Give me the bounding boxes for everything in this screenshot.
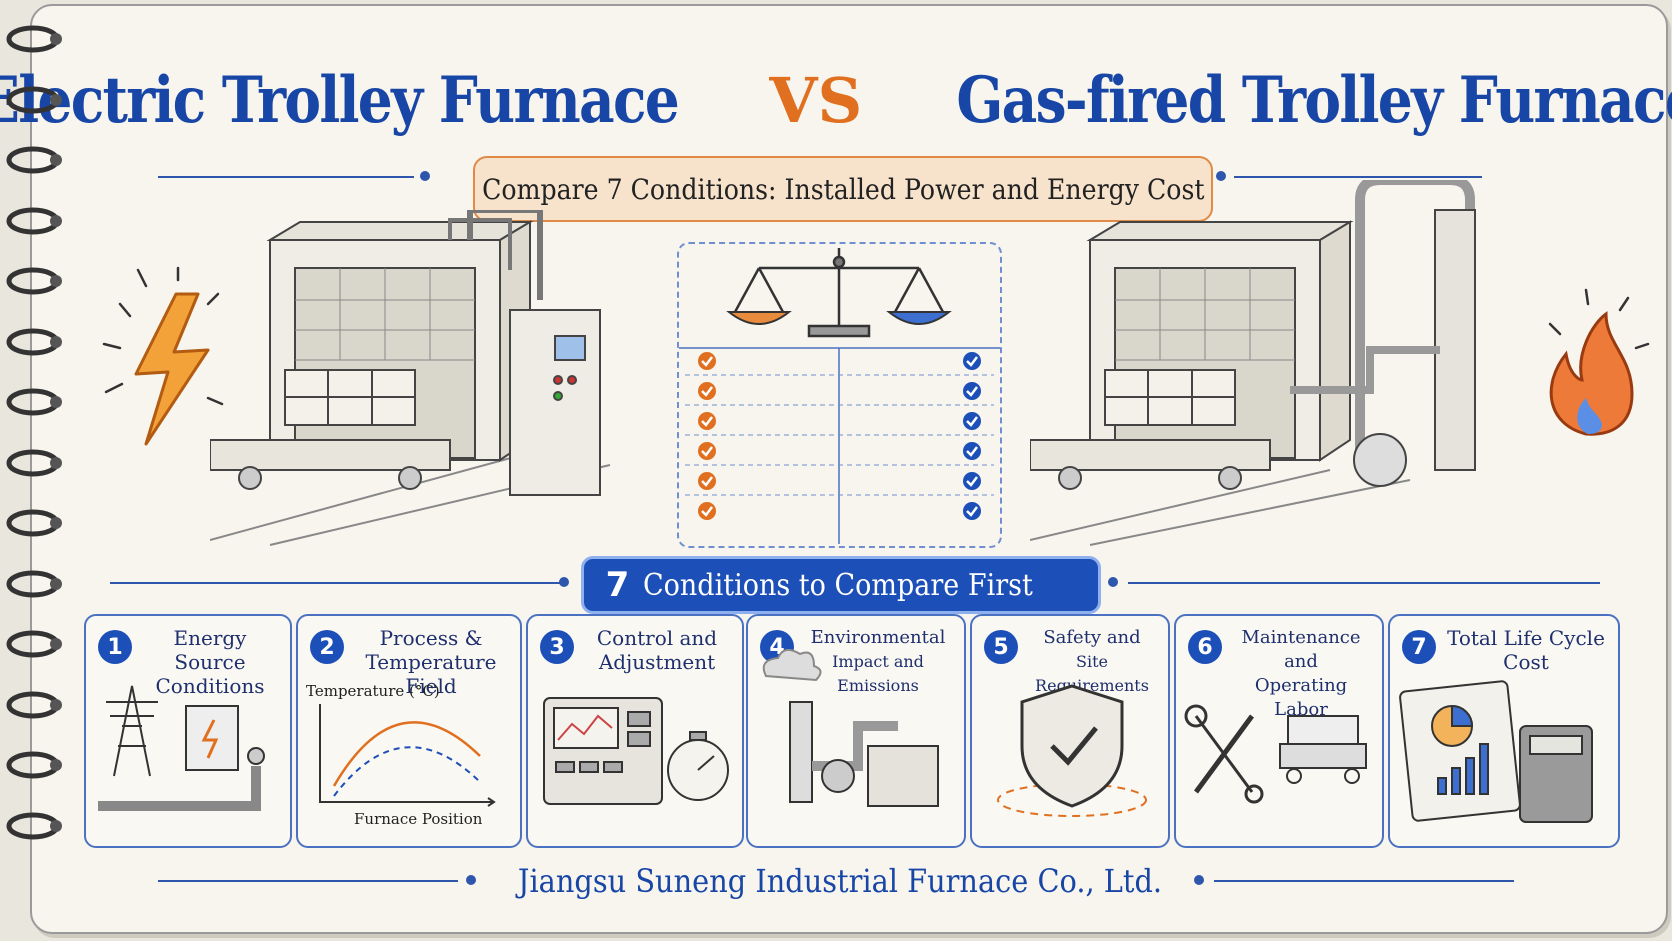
card-number-badge: 3 bbox=[540, 630, 574, 664]
binding-ring bbox=[6, 691, 62, 718]
conditions-label: Conditions to Compare First bbox=[643, 567, 1034, 603]
checklist-row bbox=[685, 442, 994, 466]
footer-rule-right bbox=[1214, 880, 1514, 882]
binding-ring bbox=[6, 328, 62, 355]
rule-dot bbox=[1194, 875, 1204, 885]
rule-dot bbox=[420, 171, 430, 181]
card-title: Process &Temperature Field bbox=[365, 626, 497, 698]
orange-check-icon bbox=[698, 352, 716, 370]
checklist-row bbox=[685, 412, 994, 436]
subtitle-rule-right bbox=[1234, 176, 1482, 178]
rule-dot bbox=[559, 577, 569, 587]
blue-check-icon bbox=[963, 442, 981, 460]
vs-label: VS bbox=[769, 63, 863, 137]
footer-rule-left bbox=[158, 880, 458, 882]
checklist-row bbox=[685, 382, 994, 406]
balance-scale-icon bbox=[679, 248, 1000, 544]
blue-check-icon bbox=[963, 382, 981, 400]
subtitle-text: Compare 7 Conditions: Installed Power an… bbox=[481, 172, 1205, 206]
chart-y-label: Temperature (°C) bbox=[306, 682, 440, 700]
section-rule-left bbox=[110, 582, 562, 584]
lightning-icon bbox=[102, 266, 224, 446]
orange-check-icon bbox=[698, 442, 716, 460]
binding-ring bbox=[6, 812, 62, 839]
page-title: Electric Trolley Furnace VS Gas-fired Tr… bbox=[0, 50, 1672, 150]
gas-temp-curve bbox=[333, 746, 481, 797]
binding-ring bbox=[6, 570, 62, 597]
binding-ring bbox=[6, 25, 62, 53]
rule-dot bbox=[466, 875, 476, 885]
card-number-badge: 6 bbox=[1188, 630, 1222, 664]
card-process-temperature: 2 Process &Temperature Field Temperature… bbox=[296, 614, 522, 848]
gas-furnace-illustration bbox=[1030, 180, 1476, 546]
wrench-tools-icon bbox=[1184, 704, 1367, 804]
electric-temp-curve bbox=[332, 721, 481, 787]
binding-ring bbox=[6, 388, 62, 416]
gas-furnace-title: Gas-fired Trolley Furnace bbox=[956, 62, 1672, 138]
binding-ring bbox=[6, 751, 62, 779]
orange-check-icon bbox=[698, 502, 716, 520]
electric-furnace-title: Electric Trolley Furnace bbox=[0, 62, 680, 138]
card-number-badge: 5 bbox=[984, 630, 1018, 664]
conditions-banner: 7 Conditions to Compare First bbox=[581, 556, 1101, 614]
comparison-checklist-box bbox=[677, 242, 1002, 548]
binding-ring bbox=[6, 630, 62, 658]
binding-ring bbox=[6, 207, 62, 234]
blue-check-icon bbox=[963, 472, 981, 490]
rule-dot bbox=[1108, 577, 1118, 587]
subtitle-rule-left bbox=[158, 176, 414, 178]
rule-dot bbox=[1216, 171, 1226, 181]
blue-check-icon bbox=[963, 412, 981, 430]
card-number-badge: 2 bbox=[310, 630, 344, 664]
electric-furnace-illustration bbox=[210, 210, 611, 546]
checklist-row bbox=[685, 472, 994, 496]
card-number-badge: 4 bbox=[760, 630, 794, 664]
blue-check-icon bbox=[963, 502, 981, 520]
card-number-badge: 1 bbox=[98, 630, 132, 664]
binding-ring bbox=[6, 86, 62, 113]
binding-ring bbox=[6, 146, 62, 174]
orange-check-icon bbox=[698, 472, 716, 490]
safety-shield-icon bbox=[997, 684, 1147, 817]
cost-report-calculator-icon bbox=[1399, 680, 1593, 823]
binding-ring bbox=[6, 509, 62, 537]
power-tower-pipe-icon bbox=[98, 685, 265, 811]
emissions-stack-icon bbox=[762, 648, 939, 807]
blue-check-icon bbox=[963, 352, 981, 370]
binding-ring bbox=[6, 267, 62, 295]
control-panel-icon bbox=[543, 697, 729, 805]
temperature-curve-chart bbox=[319, 704, 496, 807]
orange-check-icon bbox=[698, 382, 716, 400]
checklist-row bbox=[685, 352, 994, 376]
subtitle-banner: Compare 7 Conditions: Installed Power an… bbox=[473, 156, 1213, 222]
chart-x-label: Furnace Position bbox=[354, 810, 483, 828]
flame-icon bbox=[1548, 288, 1650, 436]
conditions-count: 7 bbox=[605, 565, 630, 605]
card-number-badge: 7 bbox=[1402, 630, 1436, 664]
orange-check-icon bbox=[698, 412, 716, 430]
checklist-row bbox=[698, 502, 981, 520]
section-rule-right bbox=[1128, 582, 1600, 584]
binding-ring bbox=[6, 449, 62, 476]
company-name: Jiangsu Suneng Industrial Furnace Co., L… bbox=[517, 862, 1163, 900]
